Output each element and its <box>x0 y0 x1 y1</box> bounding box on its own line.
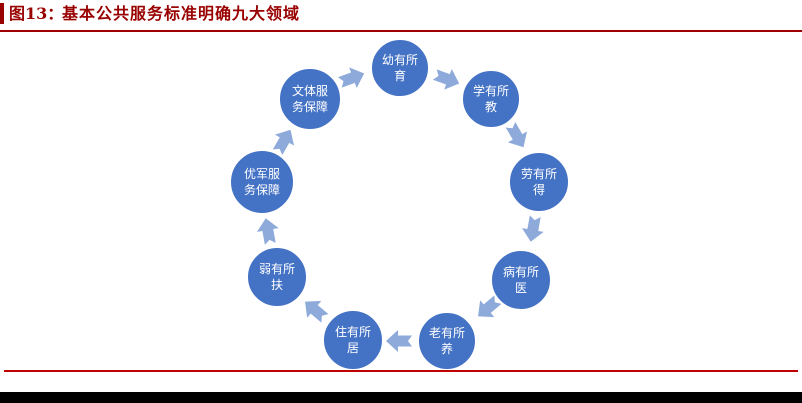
cycle-node-label: 劳有所得 <box>520 167 557 197</box>
figure-title: 基本公共服务标准明确九大领域 <box>62 4 301 23</box>
cycle-node-label: 幼有所育 <box>381 53 418 83</box>
cycle-node-label: 文体服务保障 <box>291 84 328 114</box>
flow-arrow-icon <box>505 121 528 148</box>
cycle-node-label: 优军服务保障 <box>243 167 280 197</box>
figure-number: 图13： <box>9 4 64 23</box>
title-accent-bar <box>0 3 4 24</box>
footer-rule <box>4 370 798 372</box>
figure-header: 图13： 基本公共服务标准明确九大领域 <box>0 0 802 28</box>
flow-arrow-icon <box>305 300 329 323</box>
cycle-node-wenti-fuwu-baozhang: 文体服务保障 <box>278 67 342 131</box>
cycle-node-label: 病有所医 <box>502 265 539 295</box>
flow-arrow-icon <box>256 218 279 245</box>
cycle-node-label: 弱有所扶 <box>258 262 295 292</box>
cycle-node-xueyousuojiao: 学有所教 <box>461 69 521 129</box>
cycle-node-label: 住有所居 <box>334 325 371 355</box>
flow-arrow-icon <box>478 295 502 318</box>
flow-arrow-icon <box>432 69 460 90</box>
cycle-node-laoyousuode: 劳有所得 <box>508 151 570 213</box>
cycle-node-label: 学有所教 <box>472 84 509 114</box>
flow-arrow-icon <box>386 330 412 352</box>
header-rule <box>0 30 802 32</box>
flow-arrow-icon <box>272 129 295 156</box>
flow-arrow-icon <box>521 215 544 242</box>
cycle-node-label: 老有所养 <box>428 326 465 356</box>
cycle-node-zhuyousuoju: 住有所居 <box>322 309 384 371</box>
flow-arrow-icon <box>337 67 365 88</box>
cycle-node-ruoyousuofu: 弱有所扶 <box>246 246 308 308</box>
cycle-node-bingyousuoyi: 病有所医 <box>490 249 552 311</box>
cycle-node-laoyousuoyang: 老有所养 <box>417 311 477 371</box>
footer-black-bar <box>0 392 802 403</box>
cycle-node-youjun-fuwu-baozhang: 优军服务保障 <box>229 149 295 215</box>
cycle-node-yuyouysuoyu: 幼有所育 <box>370 38 430 98</box>
